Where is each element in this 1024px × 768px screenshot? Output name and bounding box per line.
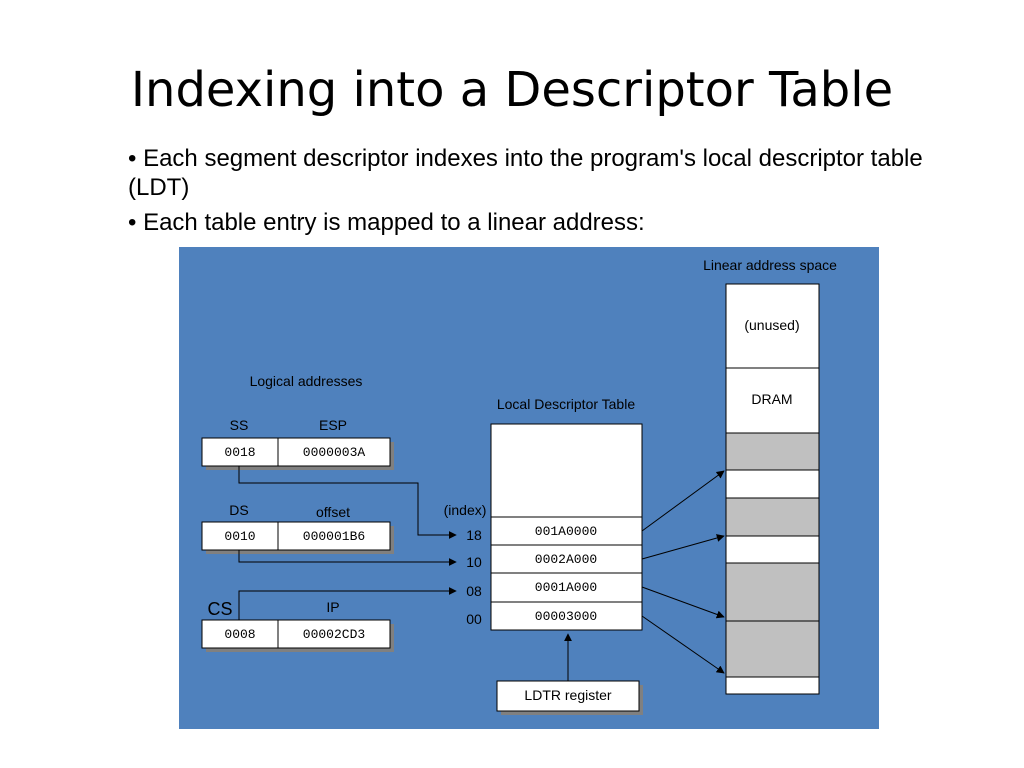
ss-label: SS [230, 417, 249, 433]
entry-08-mapping-arrow [641, 586, 725, 619]
ip-offset-value: 00002CD3 [303, 627, 365, 642]
ip-offset-box [277, 619, 391, 649]
ldt-box [490, 423, 643, 631]
entry-18-mapping-arrow [641, 470, 725, 532]
ldt-entry-18: 001A0000 [535, 524, 597, 539]
segment-block [725, 562, 820, 622]
segment-block [725, 620, 820, 678]
segment-block [725, 497, 820, 537]
cs-ip-register: 0008 00002CD3 [201, 619, 394, 652]
ldt-entry-10: 0002A000 [535, 552, 597, 567]
ss-esp-register: 0018 0000003A [201, 437, 394, 470]
ldt-entry-00: 00003000 [535, 609, 597, 624]
index-08: 08 [466, 583, 482, 599]
cs-to-index-08-arrow [238, 587, 457, 620]
cs-selector-value: 0008 [224, 627, 255, 642]
ldtr-register: LDTR register [496, 680, 643, 715]
local-descriptor-table: 001A0000 0002A000 0001A000 00003000 [490, 423, 643, 631]
dram-label: DRAM [751, 391, 792, 407]
cs-label: CS [207, 599, 232, 619]
ldt-entry-08: 0001A000 [535, 580, 597, 595]
esp-label: ESP [319, 417, 347, 433]
index-18: 18 [466, 527, 482, 543]
ldtr-label: LDTR register [524, 687, 611, 703]
esp-offset-value: 0000003A [303, 445, 366, 460]
logical-addresses-heading: Logical addresses [250, 373, 363, 389]
index-00: 00 [466, 611, 482, 627]
ldt-heading: Local Descriptor Table [497, 396, 635, 412]
ds-offset-value: 000001B6 [303, 529, 365, 544]
entry-10-mapping-arrow [641, 534, 725, 560]
ds-offset-register: 0010 000001B6 [201, 521, 394, 554]
bullet-1: • Each segment descriptor indexes into t… [128, 145, 923, 201]
bullet-2: • Each table entry is mapped to a linear… [128, 209, 645, 236]
esp-offset-box [277, 437, 391, 467]
ds-selector-value: 0010 [224, 529, 255, 544]
linear-address-space-heading: Linear address space [703, 257, 837, 273]
bullet-list: • Each segment descriptor indexes into t… [128, 144, 928, 243]
ss-to-index-18-arrow [238, 466, 457, 539]
offset-label: offset [316, 504, 350, 520]
ip-label: IP [326, 599, 339, 615]
ss-selector-value: 0018 [224, 445, 255, 460]
slide-title: Indexing into a Descriptor Table [130, 62, 894, 118]
entry-00-mapping-arrow [641, 615, 725, 674]
unused-label: (unused) [744, 317, 799, 333]
ds-offset-box [277, 521, 391, 551]
segment-block [725, 432, 820, 471]
linear-address-space: (unused) DRAM [725, 283, 820, 695]
index-10: 10 [466, 554, 482, 570]
ds-to-index-10-arrow [238, 550, 457, 566]
ds-label: DS [229, 502, 248, 518]
index-heading: (index) [444, 502, 487, 518]
ds-selector-box [201, 521, 279, 551]
